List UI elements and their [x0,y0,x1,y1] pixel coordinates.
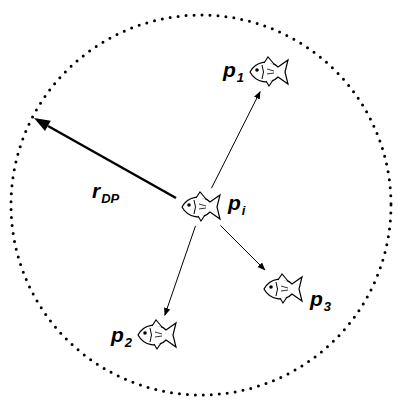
fish-agent: p2 [136,318,180,352]
symbol: p [228,191,241,214]
radius-arrowhead [34,118,51,131]
agent-label: p3 [310,288,331,309]
symbol: r [92,179,100,202]
radius-arrow [48,126,176,198]
vector-label: rDP [92,180,119,201]
fish-icon [248,55,292,89]
symbol: p [111,323,124,346]
fish-icon [262,272,306,306]
subscript: 1 [237,70,244,85]
agent-label: p2 [111,324,132,345]
symbol: p [310,287,323,310]
fish-agent: p3 [262,272,306,306]
agent-label: p1 [223,59,244,80]
symbol: p [223,58,236,81]
fish-icon [180,190,224,224]
neighbour-arrow [211,92,260,189]
subscript: DP [101,191,119,206]
fish-agent: p1 [248,55,292,89]
neighbour-arrow [220,225,264,269]
fish-agent: pi [180,190,224,224]
subscript: 2 [125,335,132,350]
fish-icon [136,318,180,352]
neighbour-arrow [165,226,196,315]
subscript: 3 [324,299,331,314]
subscript: i [242,203,246,218]
neighbourhood-circle [11,15,391,395]
agent-label: pi [228,192,245,213]
